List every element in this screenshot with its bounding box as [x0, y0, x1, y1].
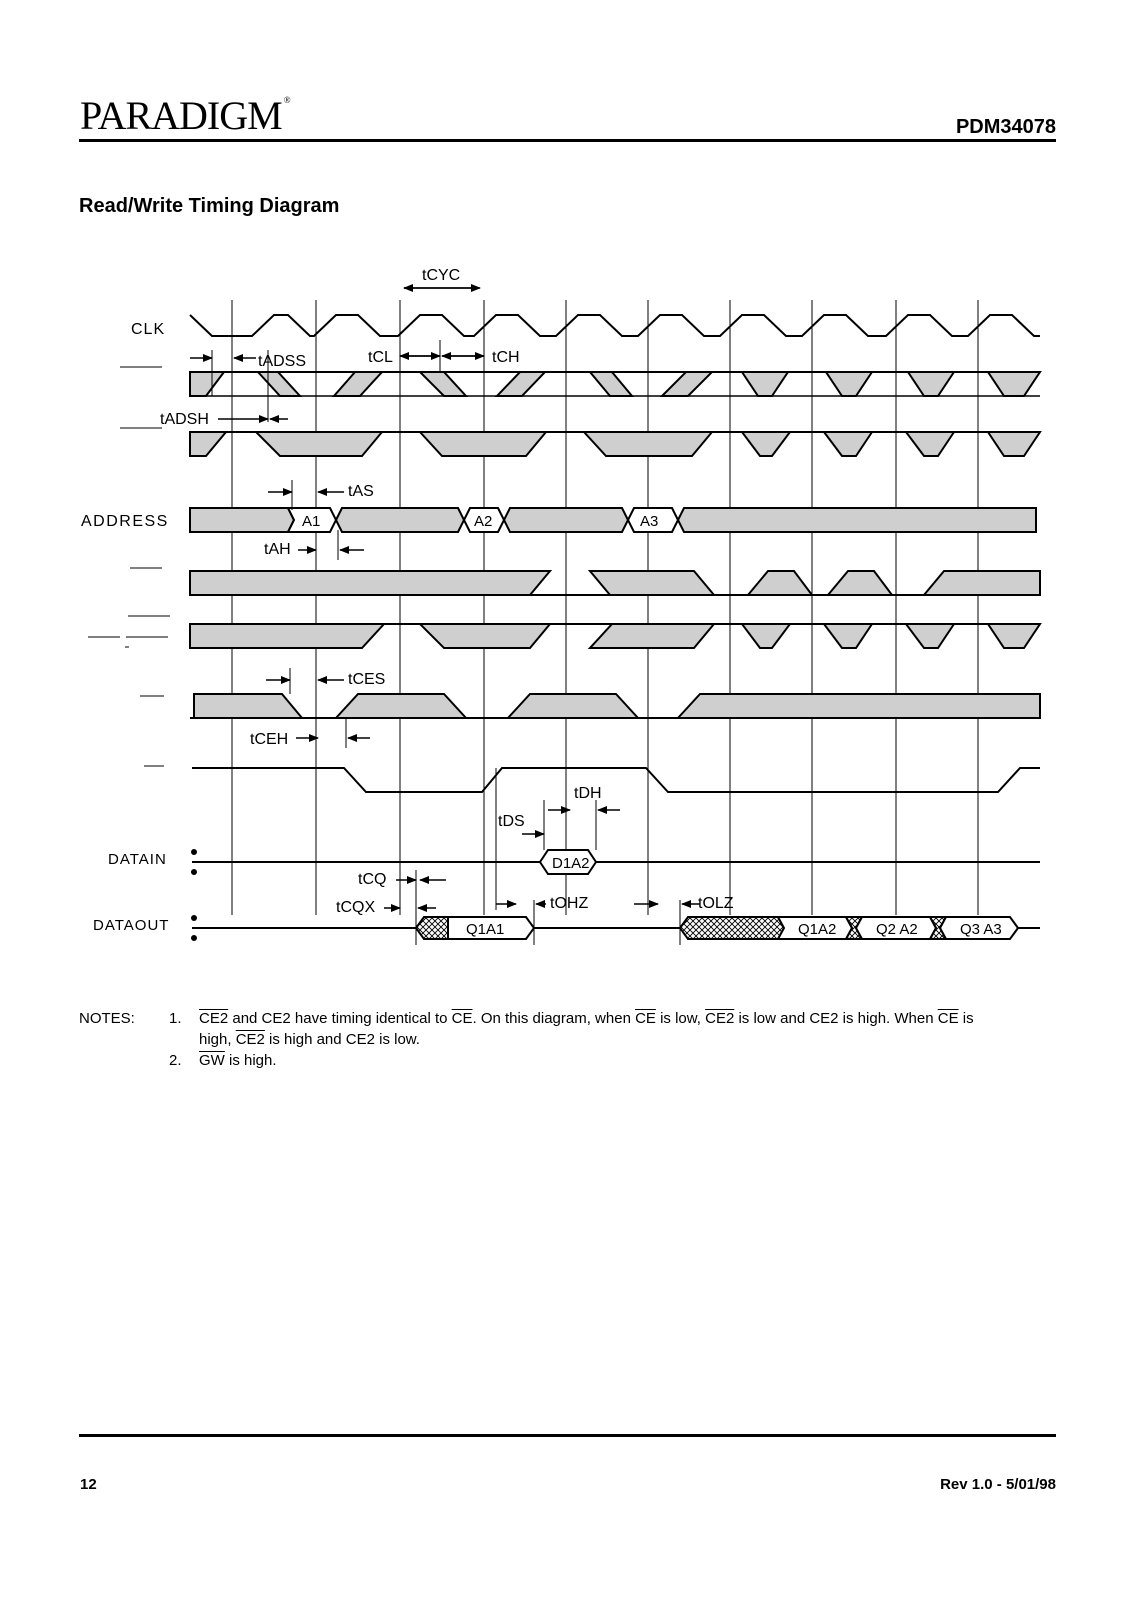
tds-label: tDS: [498, 813, 525, 830]
note-text: high,: [199, 1031, 236, 1048]
timing-arrows: [190, 284, 700, 912]
note-ce-bar: CE: [451, 1010, 473, 1027]
data-out-bus-dot-bottom: [191, 935, 197, 941]
address-value-a1: A1: [302, 513, 320, 530]
footer-rule: [79, 1434, 1056, 1437]
cycle-gridlines: [231, 300, 979, 915]
logo-text: PARADIGM: [80, 93, 283, 138]
tcq-label: tCQ: [358, 871, 386, 888]
address-label: ADDRESS: [81, 513, 169, 530]
adsp-waveform: [189, 371, 1042, 397]
data-out-value-q2a2: Q2 A2: [876, 921, 918, 938]
tceh-label: tCEH: [250, 731, 288, 748]
note-2-text: GW is high.: [199, 1050, 277, 1071]
tch-label: tCH: [492, 349, 520, 366]
data-in-waveform: [192, 849, 1040, 875]
ce-waveform: [190, 693, 1041, 719]
tcl-label: tCL: [368, 349, 393, 366]
note-ce-bar: CE: [635, 1010, 656, 1027]
data-in-value-d1a2: D1A2: [552, 855, 590, 872]
note-text: is low and CE2 is high. When: [734, 1010, 938, 1027]
tah-label: tAH: [264, 541, 291, 558]
note-ce2-bar: CE2: [199, 1010, 229, 1027]
data-in-bus-dot-top: [191, 849, 197, 855]
data-out-value-q3a3: Q3 A3: [960, 921, 1002, 938]
note-1-text-line2: high, CE2 is high and CE2 is low.: [199, 1029, 420, 1050]
note-2: 2. GW is high.: [79, 1050, 974, 1071]
note-1: NOTES: 1. CE2 and CE2 have timing identi…: [79, 1008, 974, 1029]
note-text: is high.: [224, 1052, 277, 1069]
part-number: PDM34078: [955, 116, 1056, 138]
page-number: 12: [80, 1476, 97, 1493]
notes: NOTES: 1. CE2 and CE2 have timing identi…: [79, 1008, 974, 1071]
tohz-label: tOHZ: [550, 895, 588, 912]
data-out-value-q1a2: Q1A2: [798, 921, 836, 938]
tcyc-label: tCYC: [422, 267, 460, 284]
adsc-waveform: [189, 431, 1042, 457]
note-text: is low,: [655, 1010, 706, 1027]
tadss-label: tADSS: [258, 353, 306, 370]
note-1-text: CE2 and CE2 have timing identical to CE.…: [199, 1008, 974, 1029]
note-ce2-bar: CE2: [705, 1010, 735, 1027]
data-in-label: DATAIN: [108, 851, 167, 868]
note-1-number: 1.: [169, 1010, 182, 1027]
timing-labels: tCYC tADSS tCL tCH tADSH tAS tAH tCES tC…: [160, 267, 734, 916]
note-gw-bar: GW: [199, 1052, 225, 1069]
timing-diagram: CLK ADDRESS: [81, 267, 1042, 945]
logo-registered-mark: ®: [283, 95, 291, 105]
tolz-label: tOLZ: [698, 895, 734, 912]
note-ce-bar: CE: [937, 1010, 959, 1027]
notes-label: NOTES:: [79, 1010, 135, 1027]
data-out-label: DATAOUT: [93, 917, 169, 934]
paradigm-logo: PARADIGM®: [80, 93, 291, 138]
tcqx-label: tCQX: [336, 899, 375, 916]
address-value-a2: A2: [474, 513, 492, 530]
note-ce2-bar: CE2: [235, 1031, 265, 1048]
clk-label: CLK: [131, 321, 165, 338]
tadsh-label: tADSH: [160, 411, 209, 428]
note-text: . On this diagram, when: [472, 1010, 636, 1027]
tas-label: tAS: [348, 483, 374, 500]
note-1-continued: high, CE2 is high and CE2 is low.: [79, 1029, 974, 1050]
data-out-waveform: [192, 916, 1040, 940]
tces-label: tCES: [348, 671, 385, 688]
header-rule: [79, 139, 1056, 142]
data-out-bus-dot-top: [191, 915, 197, 921]
address-value-a3: A3: [640, 513, 658, 530]
note-text: is high and CE2 is low.: [264, 1031, 420, 1048]
address-waveform: [189, 507, 1037, 533]
tdh-label: tDH: [574, 785, 602, 802]
adv-waveform: [189, 570, 1041, 596]
note-text: and CE2 have timing identical to: [228, 1010, 452, 1027]
section-title: Read/Write Timing Diagram: [79, 195, 340, 217]
note-text: is: [958, 1010, 974, 1027]
we-waveform: [192, 767, 1040, 793]
data-in-bus-dot-bottom: [191, 869, 197, 875]
bw-waveform: [189, 623, 1042, 649]
note-2-number: 2.: [169, 1052, 182, 1069]
data-out-value-q1a1: Q1A1: [466, 921, 504, 938]
clk-waveform: [189, 314, 1040, 337]
revision: Rev 1.0 - 5/01/98: [940, 1476, 1056, 1493]
